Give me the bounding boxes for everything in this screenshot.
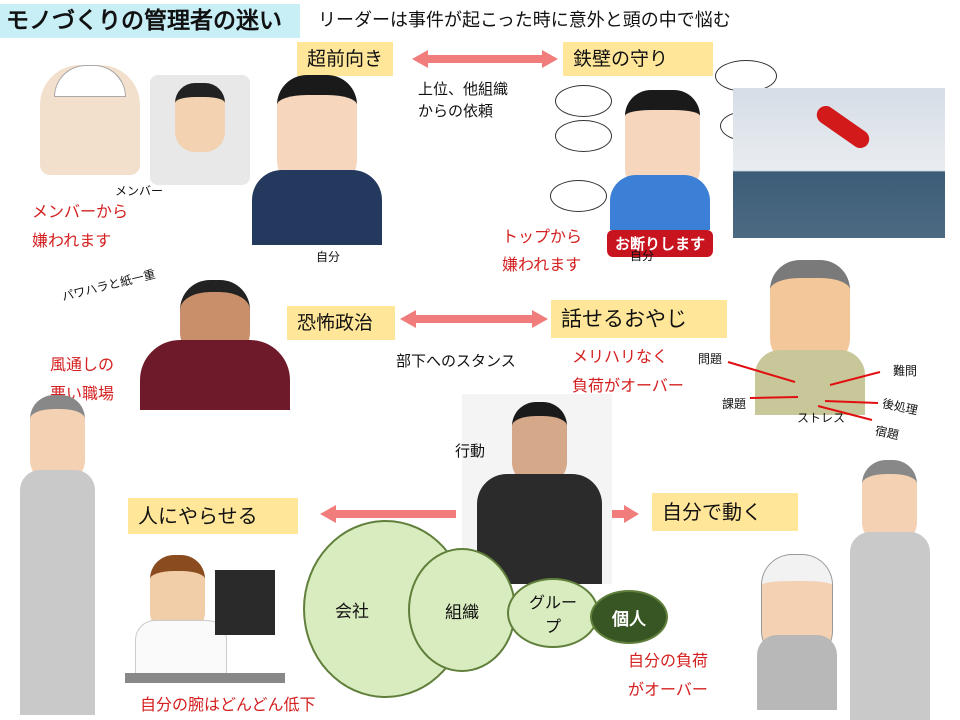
request-label-1: 上位、他組織 bbox=[418, 80, 509, 98]
self-label-right: 自分 bbox=[630, 249, 655, 263]
double-arrow-icon bbox=[412, 50, 558, 68]
left-arrow-icon bbox=[320, 505, 456, 523]
self-positive-illustration bbox=[232, 75, 432, 245]
woman-at-computer-illustration bbox=[125, 545, 285, 685]
missile-scene-illustration bbox=[733, 88, 945, 238]
stress-item-problem: 問題 bbox=[698, 352, 723, 366]
circle-group: グループ bbox=[507, 578, 599, 648]
label-fear-politics: 恐怖政治 bbox=[287, 306, 395, 340]
angry-man-illustration bbox=[150, 75, 250, 185]
defense-man-illustration bbox=[550, 60, 715, 230]
double-arrow-icon bbox=[400, 310, 548, 328]
top-dislike-1: トップから bbox=[502, 227, 583, 246]
request-label-2: からの依頼 bbox=[418, 102, 494, 120]
slide-subtitle: リーダーは事件が起こった時に意外と頭の中で悩む bbox=[318, 10, 731, 31]
stress-item-difficult: 難問 bbox=[893, 364, 918, 378]
label-super-positive: 超前向き bbox=[297, 42, 394, 76]
stress-item-task: 課題 bbox=[722, 397, 747, 411]
helmet-worker-illustration bbox=[752, 550, 842, 710]
member-dislike-1: メンバーから bbox=[32, 202, 129, 221]
label-approachable-boss: 話せるおやじ bbox=[551, 300, 727, 338]
bad-workplace-1: 風通しの bbox=[50, 355, 115, 374]
member-dislike-2: 嫌われます bbox=[32, 231, 112, 250]
worker-illustration bbox=[40, 65, 140, 175]
smiling-boss-illustration bbox=[740, 255, 880, 415]
refuse-sign: お断りします bbox=[607, 230, 714, 257]
overload-note-1: メリハリなく bbox=[572, 347, 669, 366]
circle-organization-label: 組織 bbox=[445, 602, 479, 623]
scary-boss-illustration bbox=[140, 280, 290, 410]
stress-label: ストレス bbox=[797, 411, 846, 425]
circle-individual-label: 個人 bbox=[612, 609, 646, 630]
slide-title: モノづくりの管理者の迷い bbox=[0, 4, 300, 38]
label-iron-defense: 鉄壁の守り bbox=[563, 42, 713, 76]
thinking-man-photo bbox=[462, 394, 612, 584]
tired-man-illustration bbox=[840, 440, 940, 720]
self-overload-2: がオーバー bbox=[628, 680, 708, 699]
top-dislike-2: 嫌われます bbox=[502, 255, 582, 274]
circle-organization: 組織 bbox=[408, 548, 516, 672]
action-label: 行動 bbox=[455, 442, 486, 460]
self-label-left: 自分 bbox=[316, 250, 341, 264]
circle-individual: 個人 bbox=[590, 590, 668, 644]
stress-arrows bbox=[727, 361, 881, 421]
overload-note-2: 負荷がオーバー bbox=[572, 376, 684, 395]
skill-decline-note: 自分の腕はどんどん低下 bbox=[140, 695, 316, 714]
member-label: メンバー bbox=[115, 184, 164, 198]
label-do-it-yourself: 自分で動く bbox=[652, 493, 798, 531]
right-arrow-icon bbox=[612, 505, 639, 523]
stance-label: 部下へのスタンス bbox=[396, 352, 516, 370]
label-delegate: 人にやらせる bbox=[128, 498, 298, 534]
circle-group-label: グループ bbox=[528, 593, 577, 636]
worried-man-illustration bbox=[15, 395, 100, 715]
self-overload-1: 自分の負荷 bbox=[628, 651, 709, 670]
circle-company-label: 会社 bbox=[335, 601, 369, 622]
